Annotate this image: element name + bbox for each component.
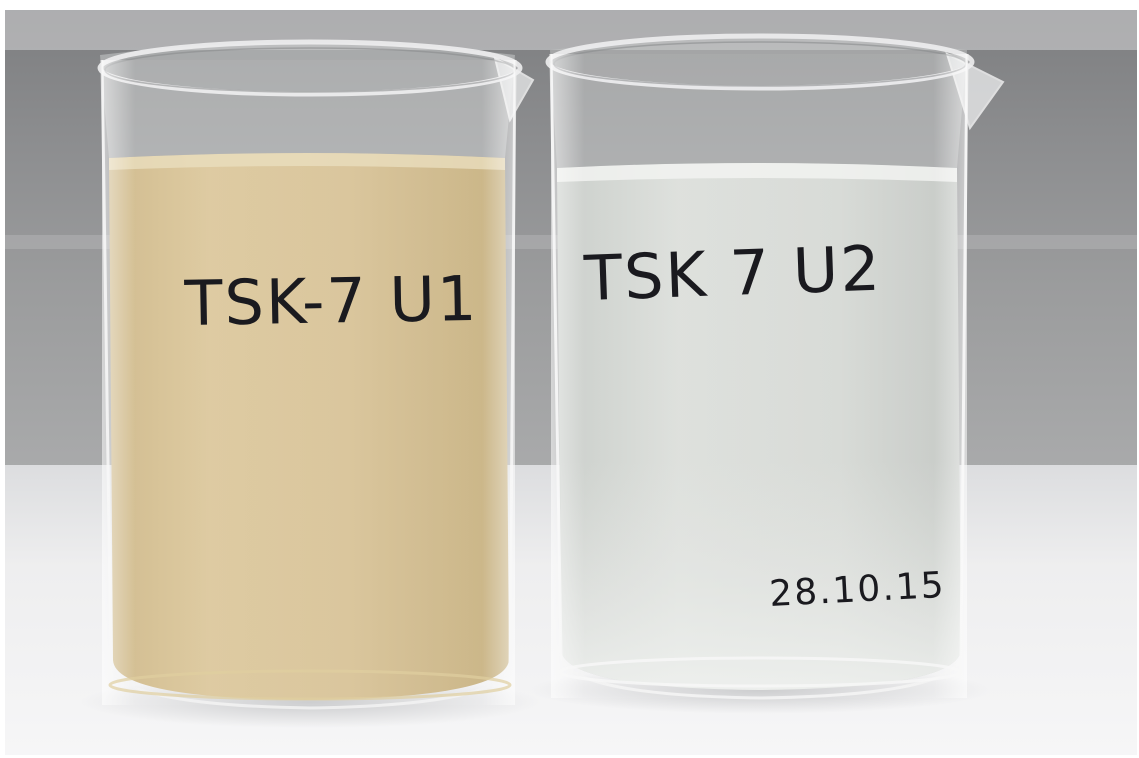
beaker-left-glass-reflection <box>102 60 515 705</box>
beaker-left: TSK-7 U1 <box>97 39 535 710</box>
beaker-left-label: TSK-7 U1 <box>183 262 479 340</box>
beaker-right-base <box>558 656 962 688</box>
beaker-right-date: 28.10.15 <box>768 565 946 615</box>
wall-top-highlight <box>5 10 1137 50</box>
beaker-right-glass-reflection <box>551 54 967 698</box>
beaker-left-base <box>108 669 512 701</box>
photo-illustration: TSK-7 U1 TSK 7 U2 28.10.15 <box>5 10 1137 755</box>
beaker-right: TSK 7 U2 28.10.15 <box>545 33 1005 700</box>
beaker-right-label: TSK 7 U2 <box>582 232 883 315</box>
photo: TSK-7 U1 TSK 7 U2 28.10.15 <box>5 10 1137 755</box>
